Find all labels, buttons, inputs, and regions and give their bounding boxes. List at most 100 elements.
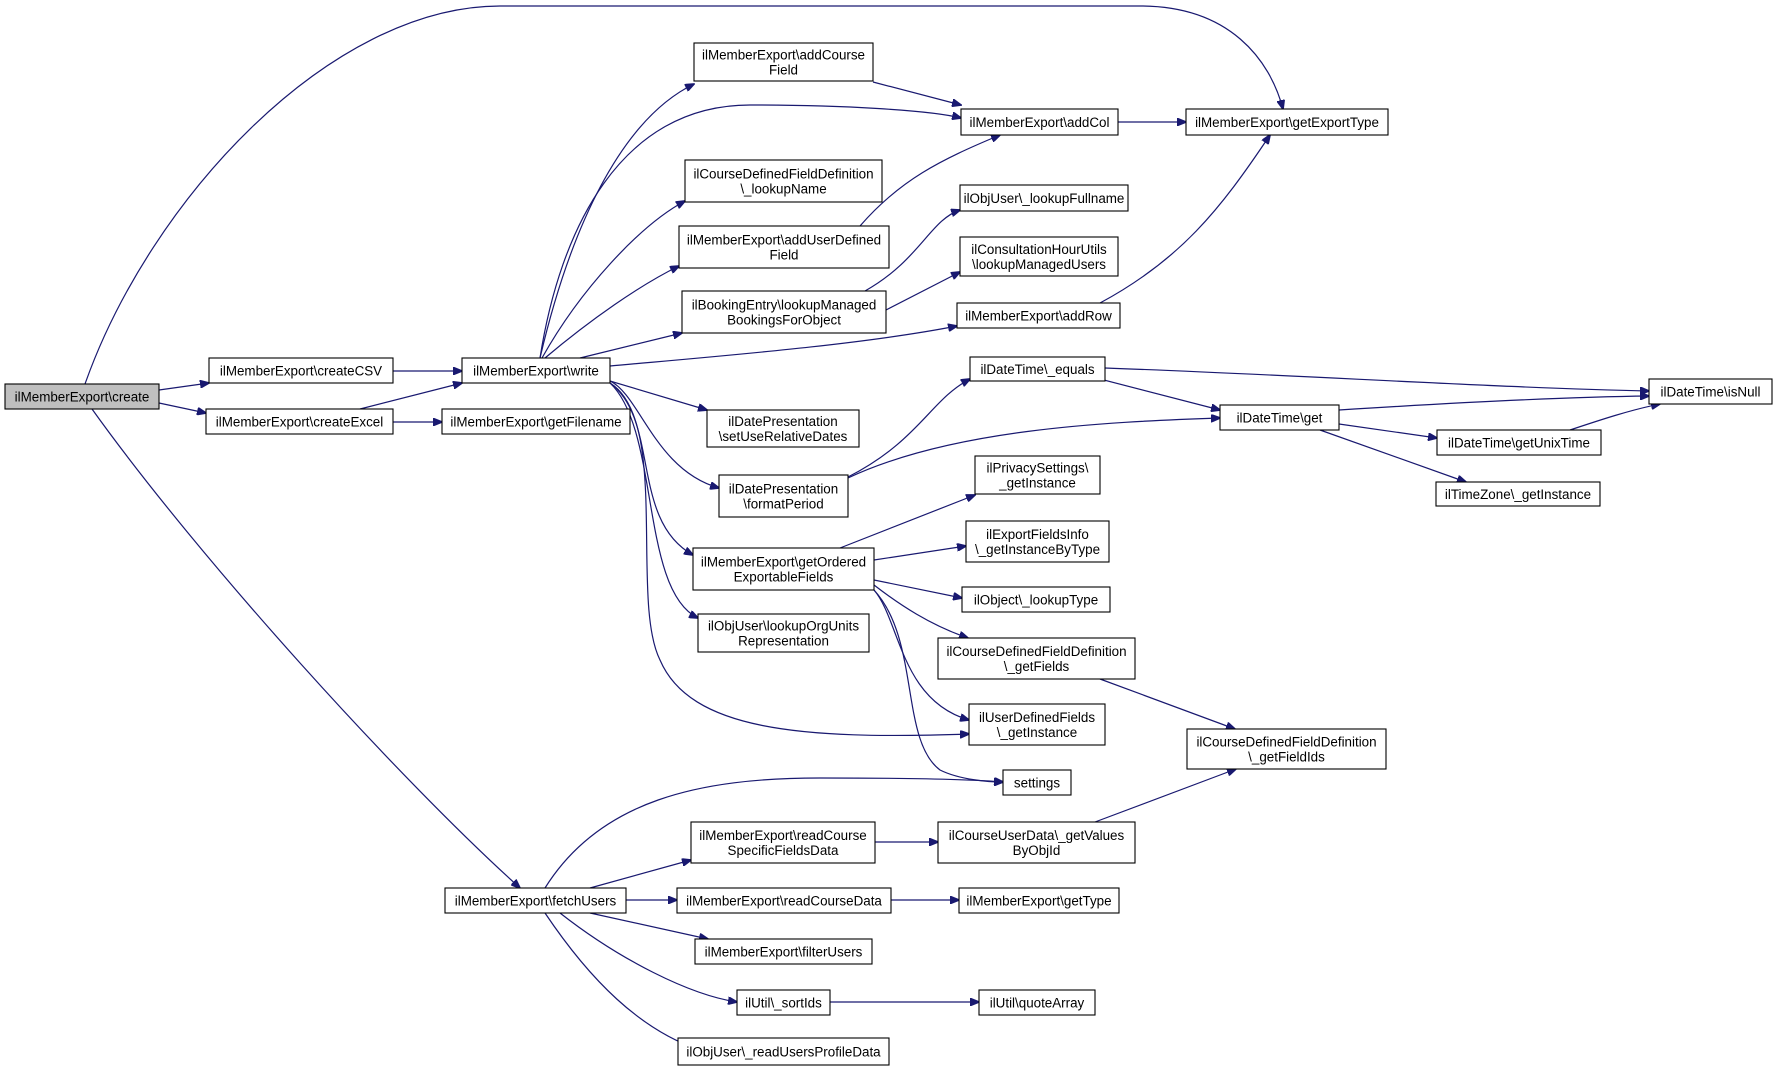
node-getFilename[interactable]: ilMemberExport\getFilename [441,408,631,435]
edge-fetchUsers-to-readCourseSpecific [589,860,691,889]
node-privacyGetInstance[interactable]: ilPrivacySettings\_getInstance [974,455,1101,495]
node-readCourseData[interactable]: ilMemberExport\readCourseData [676,887,892,914]
node-setUseRelativeDates[interactable]: ilDatePresentation\setUseRelativeDates [706,409,860,448]
node-label: \formatPeriod [743,497,823,512]
node-label: ilMemberExport\readCourse [699,828,866,843]
node-label: ilMemberExport\readCourseData [686,894,882,909]
node-objLookupType[interactable]: ilObject\_lookupType [961,586,1111,613]
node-cdfGetFields[interactable]: ilCourseDefinedFieldDefinition\_getField… [937,637,1136,680]
node-box [677,1037,890,1066]
node-box [684,159,883,203]
node-box [968,703,1106,746]
node-readCourseSpecific[interactable]: ilMemberExport\readCourseSpecificFieldsD… [690,821,876,864]
node-label: ilMemberExport\filterUsers [705,945,863,960]
edge-write-to-udfGetInstance [609,382,969,735]
node-label: SpecificFieldsData [728,843,839,858]
node-label: ilBookingEntry\lookupManaged [692,298,877,313]
node-box [965,520,1110,563]
node-lookupFullname[interactable]: ilObjUser\_lookupFullname [959,184,1129,212]
node-createCSV[interactable]: ilMemberExport\createCSV [208,357,394,384]
node-create[interactable]: ilMemberExport\create [4,383,160,410]
node-fetchUsers[interactable]: ilMemberExport\fetchUsers [444,887,627,914]
node-box [969,356,1106,382]
node-label: ilObjUser\lookupOrgUnits [708,619,859,634]
node-settings[interactable]: settings [1002,769,1072,796]
node-box [956,302,1121,329]
node-addRow[interactable]: ilMemberExport\addRow [956,302,1121,329]
node-sortIds[interactable]: ilUtil\_sortIds [736,989,831,1016]
node-label: ilDateTime\getUnixTime [1448,436,1590,451]
node-label: ilMemberExport\getOrdered [701,555,866,570]
edge-getOrderedExportableFields-to-exportFieldsInfo [873,546,966,561]
node-exportFieldsInfo[interactable]: ilExportFieldsInfo\_getInstanceByType [965,520,1110,563]
node-getExportType[interactable]: ilMemberExport\getExportType [1185,108,1389,136]
node-createExcel[interactable]: ilMemberExport\createExcel [205,408,394,435]
nodes-layer: ilMemberExport\create ilMemberExport\crea… [4,42,1773,1066]
node-label: BookingsForObject [727,313,841,328]
node-lookupName[interactable]: ilCourseDefinedFieldDefinition\_lookupNa… [684,159,883,203]
node-box [208,357,394,384]
node-label: \_getFields [1004,659,1070,674]
node-label: ilCourseUserData\_getValues [949,828,1125,843]
node-dtGet[interactable]: ilDateTime\get [1219,404,1340,431]
edge-addRow-to-getExportType [1099,135,1270,304]
node-label: ilMemberExport\write [473,364,599,379]
node-quoteArray[interactable]: ilUtil\quoteArray [978,989,1096,1016]
node-box [960,108,1119,136]
node-label: \setUseRelativeDates [719,429,848,444]
edge-create-to-createExcel [158,402,206,413]
node-box [678,225,890,269]
node-label: ilMemberExport\createCSV [220,364,382,379]
node-label: ilConsultationHourUtils [971,242,1107,257]
node-write[interactable]: ilMemberExport\write [461,357,611,384]
edge-createExcel-to-write [359,383,462,410]
node-label: ilObjUser\_readUsersProfileData [686,1045,881,1060]
edge-create-to-getExportType [84,5,1283,385]
node-label: ilMemberExport\createExcel [216,415,383,430]
edge-getOrderedExportableFields-to-udfGetInstance [873,589,969,720]
node-label: ilDatePresentation [728,414,837,429]
node-formatPeriod[interactable]: ilDatePresentation\formatPeriod [718,474,849,518]
node-label: \lookupManagedUsers [972,257,1106,272]
edge-addUserDefinedField-to-addCol [859,135,1000,227]
edge-formatPeriod-to-dtGet [847,418,1220,479]
node-box [461,357,611,384]
node-box [441,408,631,435]
node-box [1436,429,1602,456]
node-label: ilUtil\_sortIds [745,996,822,1011]
edge-fetchUsers-to-readUsersProfile [544,912,700,1050]
node-cdfGetFieldIds[interactable]: ilCourseDefinedFieldDefinition\_getField… [1186,728,1387,770]
edge-fetchUsers-to-sortIds [559,912,737,1002]
node-lookupManagedUsers[interactable]: ilConsultationHourUtils\lookupManagedUse… [959,236,1119,277]
node-lookupManagedBookings[interactable]: ilBookingEntry\lookupManagedBookingsForO… [681,290,887,334]
edge-fetchUsers-to-settings [544,778,1003,889]
node-tzGetInstance[interactable]: ilTimeZone\_getInstance [1435,481,1601,507]
node-label: ilCourseDefinedFieldDefinition [693,167,873,182]
node-addCol[interactable]: ilMemberExport\addCol [960,108,1119,136]
node-label: settings [1014,776,1060,791]
node-getOrderedExportableFields[interactable]: ilMemberExport\getOrderedExportableField… [692,547,875,591]
node-readUsersProfile[interactable]: ilObjUser\_readUsersProfileData [677,1037,890,1066]
edge-dtGet-to-dtGetUnixTime [1338,423,1437,438]
node-udfGetInstance[interactable]: ilUserDefinedFields\_getInstance [968,703,1106,746]
edge-fetchUsers-to-filterUsers [589,912,708,939]
node-getType[interactable]: ilMemberExport\getType [958,887,1120,914]
node-label: ByObjId [1013,843,1061,858]
node-filterUsers[interactable]: ilMemberExport\filterUsers [694,938,873,965]
node-box [697,613,870,653]
node-label: ilCourseDefinedFieldDefinition [1196,735,1376,750]
node-label: ilDatePresentation [729,482,838,497]
node-box [1648,378,1773,405]
node-dtGetUnixTime[interactable]: ilDateTime\getUnixTime [1436,429,1602,456]
node-box [959,184,1129,212]
node-dtEquals[interactable]: ilDateTime\_equals [969,356,1106,382]
node-label: \_getInstanceByType [975,542,1100,557]
node-dtIsNull[interactable]: ilDateTime\isNull [1648,378,1773,405]
node-box [959,236,1119,277]
node-label: ilCourseDefinedFieldDefinition [946,644,1126,659]
edge-dtEquals-to-dtGet [1099,378,1220,410]
